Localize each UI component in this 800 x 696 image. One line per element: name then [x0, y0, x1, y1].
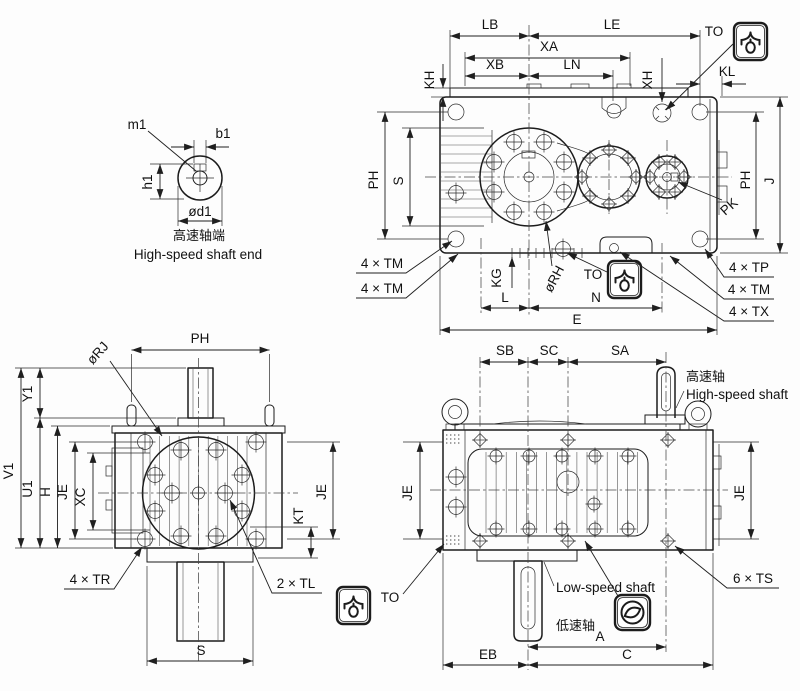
dim-label-kl: KL	[719, 64, 736, 79]
dim-label-pk: PK	[717, 195, 740, 218]
dim-label-je-side-right: JE	[732, 485, 747, 501]
dim-label-m1: m1	[128, 117, 147, 132]
dim-label-sb: SB	[496, 343, 514, 358]
note-label-2xtl: 2 × TL	[277, 576, 316, 591]
dim-label-u1: U1	[20, 480, 35, 497]
oil-sight-glass-icon	[613, 593, 652, 632]
dim-label-kh: KH	[422, 71, 437, 90]
dim-label-l: L	[501, 290, 509, 305]
dim-label-je-front-left: JE	[55, 484, 70, 500]
dim-label-b1: b1	[215, 126, 230, 141]
caption-low-speed-shaft-zh: 低速轴	[556, 618, 595, 633]
dim-label-e: E	[572, 312, 581, 327]
lifting-eyebolt-right	[684, 400, 712, 431]
breather-plug-hole	[652, 103, 672, 123]
lifting-eyebolt-left	[441, 398, 469, 431]
dim-label-ph-left: PH	[366, 171, 381, 190]
dim-label-xc: XC	[73, 487, 88, 506]
dim-label-s-front: S	[196, 643, 205, 658]
dim-label-ph-right: PH	[738, 171, 753, 190]
note-label-4xtx: 4 × TX	[729, 304, 769, 319]
dim-label-rh: øRH	[541, 263, 567, 295]
dim-label-y1: Y1	[20, 386, 35, 403]
caption-shaft-end-en: High-speed shaft end	[134, 247, 262, 262]
dim-label-h1: h1	[140, 174, 155, 189]
dim-label-eb: EB	[479, 647, 497, 662]
note-label-4xtm-c: 4 × TM	[728, 282, 770, 297]
low-speed-shaft-end	[176, 561, 225, 642]
dim-label-xa: XA	[540, 39, 558, 54]
dim-label-s-top: S	[391, 176, 406, 185]
high-speed-shaft	[644, 366, 686, 425]
dim-label-rj: øRJ	[84, 339, 112, 367]
top-shaft	[187, 367, 214, 419]
dim-label-je-front-right: JE	[314, 484, 329, 500]
dim-label-je-side-left: JE	[400, 485, 415, 501]
dim-label-a: A	[595, 629, 604, 644]
caption-shaft-end-zh: 高速轴端	[173, 228, 225, 243]
dim-label-v1: V1	[1, 463, 16, 480]
dim-label-c: C	[622, 647, 632, 662]
breather-icon-bottom	[606, 259, 643, 300]
front-view: PH øRJ V1 Y1 U1 H JE XC KT JE 4 × TR 2 ×…	[1, 331, 340, 666]
dim-label-xb: XB	[486, 57, 504, 72]
dim-label-h: H	[38, 487, 53, 497]
dim-label-le: LE	[604, 17, 621, 32]
dim-label-d1: ød1	[188, 204, 211, 219]
note-label-to-top: TO	[705, 24, 724, 39]
dim-label-ph-front: PH	[191, 331, 210, 346]
note-label-to-bottom: TO	[584, 267, 603, 282]
dim-label-ln: LN	[563, 57, 580, 72]
note-label-4xtr: 4 × TR	[70, 572, 111, 587]
note-label-4xtm-b: 4 × TM	[361, 281, 403, 296]
dim-label-kg: KG	[489, 268, 504, 288]
shaft-end-detail-view: m1 b1 h1 ød1 高速轴端 High-speed shaft end	[128, 117, 263, 262]
dim-label-n: N	[591, 290, 601, 305]
oil-drain-plug	[552, 238, 574, 260]
shaft-end-outer-circle	[177, 155, 223, 201]
dim-label-lb: LB	[482, 17, 499, 32]
note-label-to-side: TO	[381, 590, 400, 605]
dim-label-xh: XH	[640, 71, 655, 90]
dim-label-kt: KT	[291, 507, 306, 524]
caption-low-speed-shaft-en: Low-speed shaft	[556, 580, 655, 595]
caption-high-speed-shaft-zh: 高速轴	[686, 369, 725, 384]
caption-high-speed-shaft-en: High-speed shaft	[686, 387, 788, 402]
ts-tapped-hole	[659, 532, 677, 550]
note-label-4xtp: 4 × TP	[729, 260, 769, 275]
dim-label-sa: SA	[611, 343, 629, 358]
side-view: SB SC SA JE JE 高速轴 High-speed shaft Low-…	[335, 343, 788, 670]
breather-icon-side	[335, 585, 372, 626]
top-view: LB LE XA XB LN KH XH KL TO S PH PH	[356, 17, 788, 335]
note-label-6xts: 6 × TS	[733, 571, 773, 586]
dim-label-sc: SC	[540, 343, 559, 358]
keyway	[193, 163, 207, 172]
breather-icon-top	[732, 21, 769, 62]
dim-label-j: J	[762, 178, 777, 185]
note-label-4xtm-a: 4 × TM	[361, 256, 403, 271]
